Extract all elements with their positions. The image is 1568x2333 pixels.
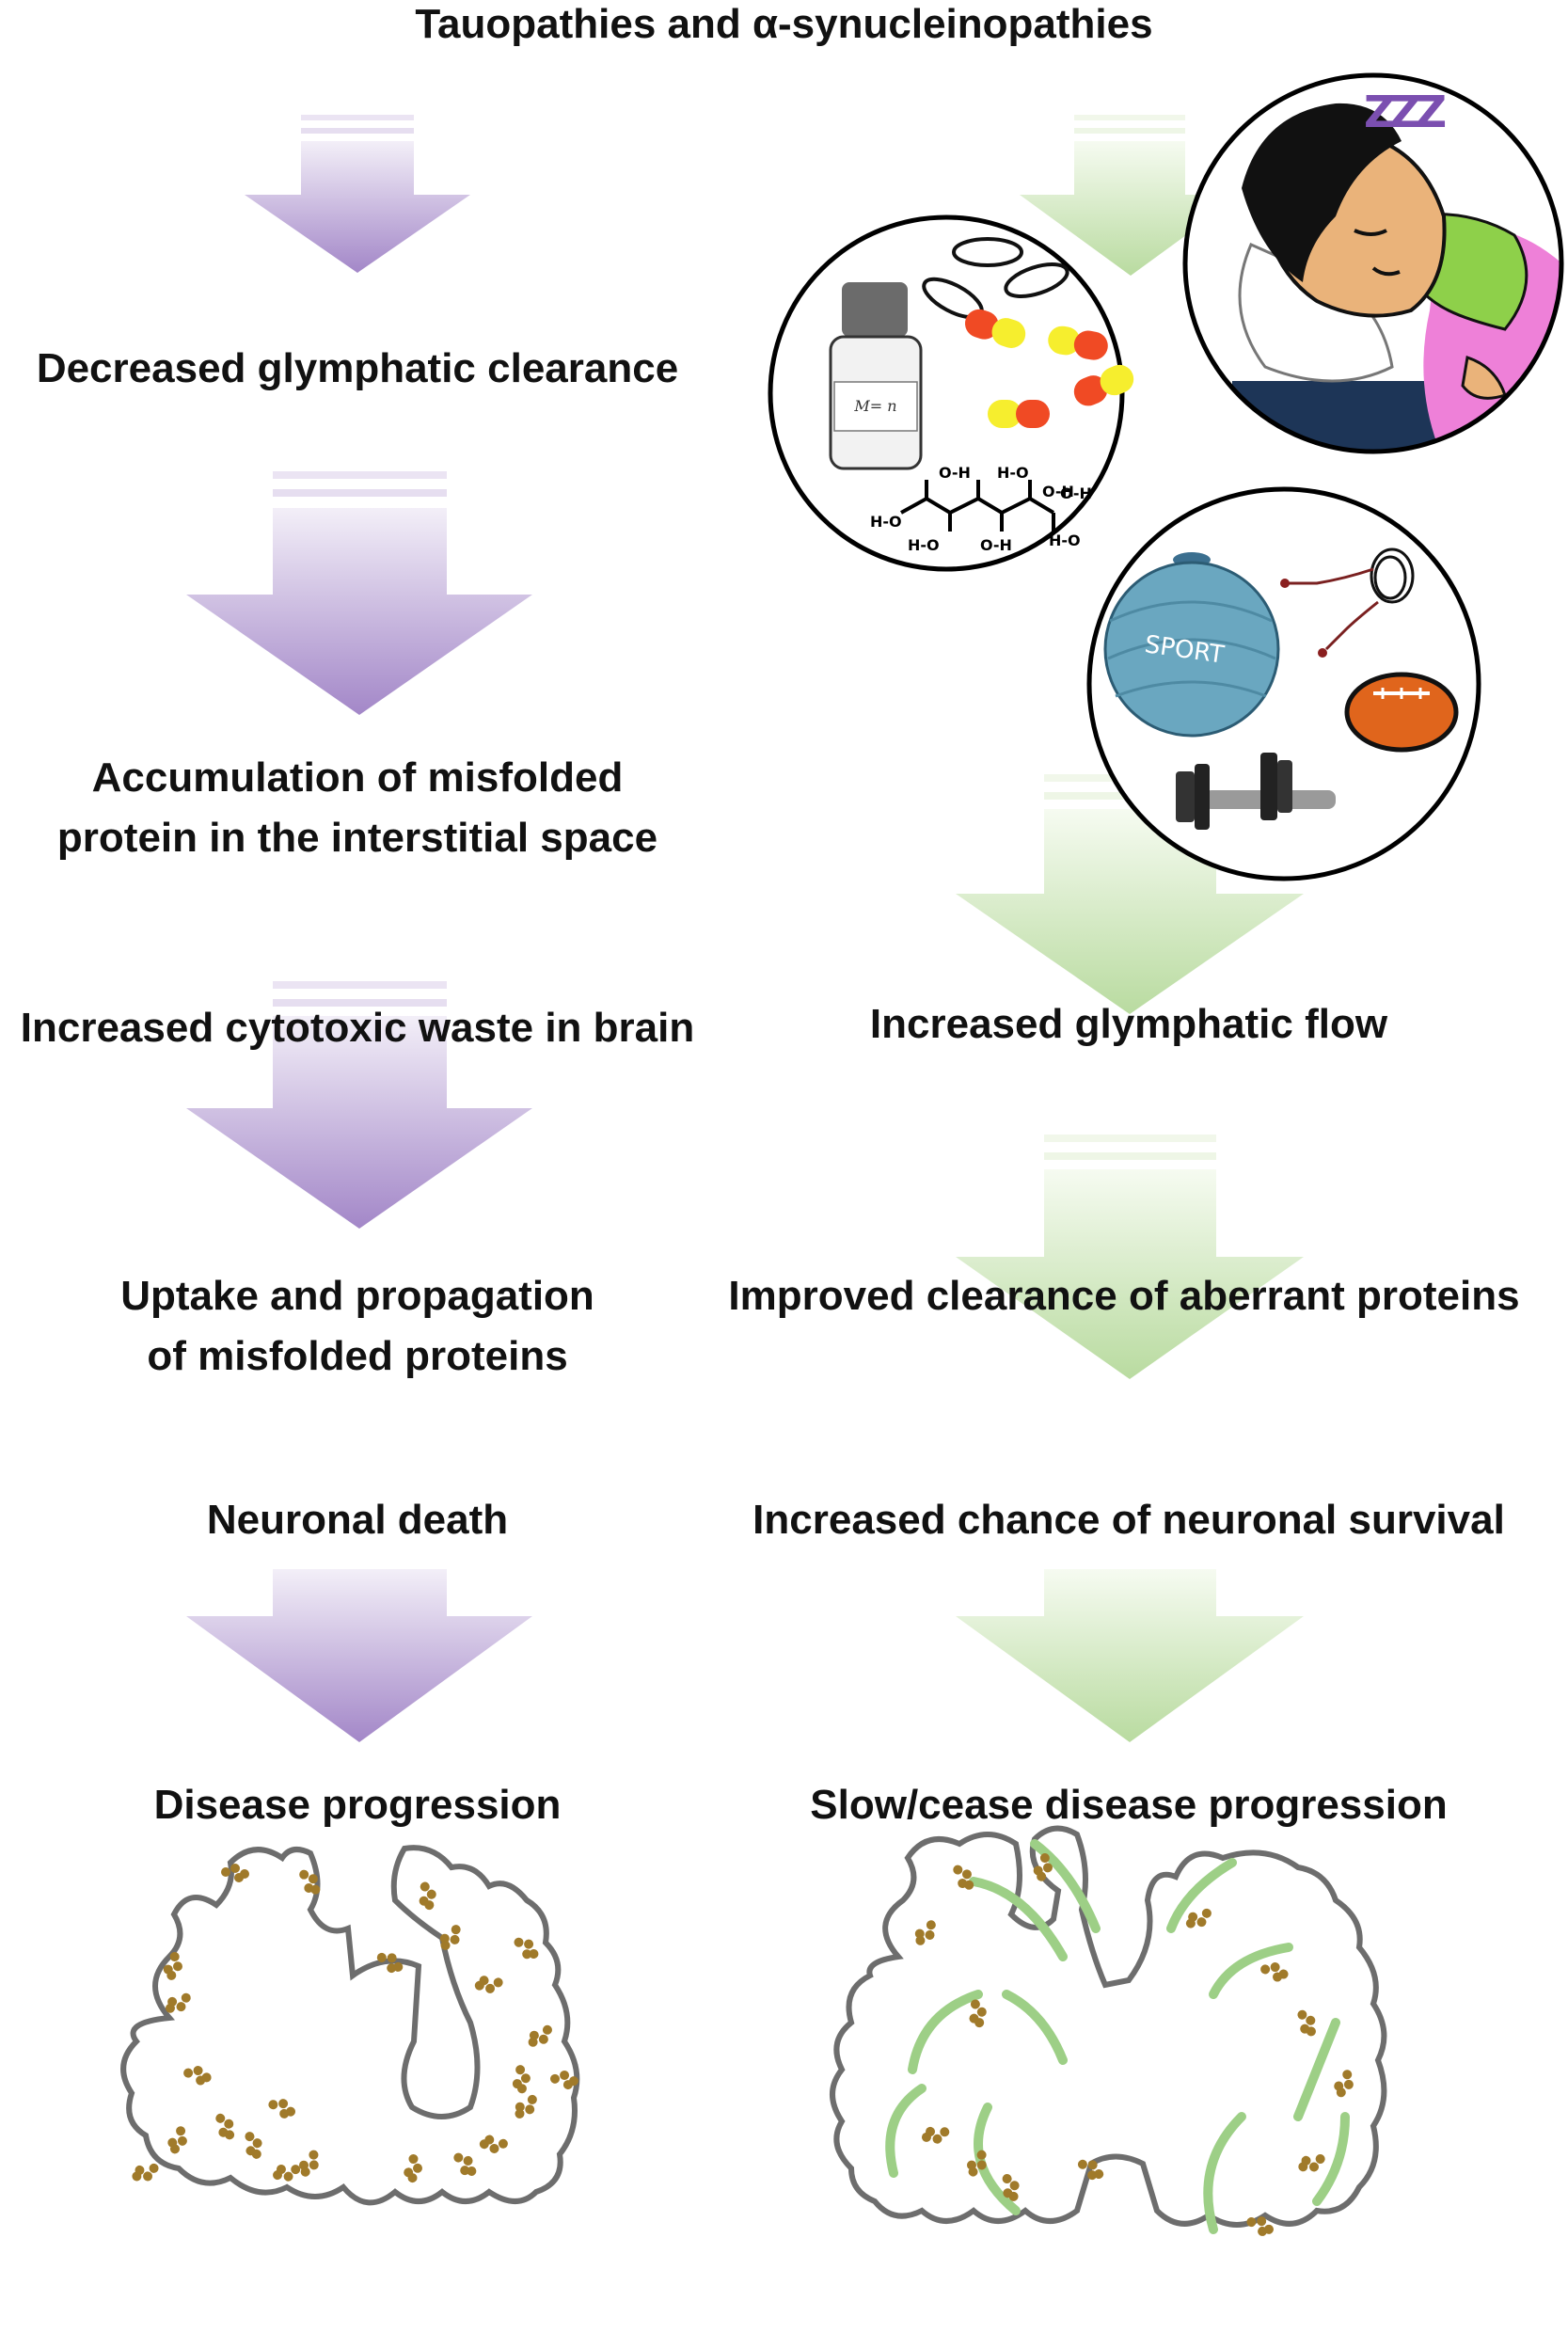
step-accumulation-line-1: Accumulation of misfolded	[91, 754, 624, 801]
tablet-icon	[922, 237, 1069, 320]
protein-aggregate	[914, 1920, 936, 1945]
arrow-green-3	[956, 1135, 1304, 1379]
chem-label-5: H-O	[997, 464, 1029, 482]
sleep-illustration: ZZZ	[1182, 72, 1564, 454]
protein-aggregate	[921, 2126, 950, 2144]
step-accumulation-misfolded-protein: Accumulation of misfolded protein in the…	[0, 748, 715, 868]
protein-aggregate	[268, 2099, 296, 2119]
flow-arrow	[908, 1990, 983, 2074]
brain-diseased	[120, 1845, 580, 2206]
protein-aggregate	[966, 2150, 987, 2177]
arrow-purple-4	[186, 1569, 532, 1742]
chem-label-3: H-O	[908, 536, 940, 554]
protein-aggregate	[512, 2065, 531, 2094]
flow-arrow	[885, 2084, 927, 2178]
medicine-bottle-icon: M= n	[829, 282, 923, 470]
step-slow-cease-progression: Slow/cease disease progression	[810, 1782, 1448, 1828]
protein-aggregate	[245, 2132, 262, 2159]
jump-rope-icon	[1280, 548, 1415, 658]
protein-aggregate	[183, 2066, 212, 2086]
protein-aggregate	[453, 2152, 477, 2176]
protein-aggregate	[419, 1881, 436, 1911]
figure-title: Tauopathies and α-synucleinopathies	[415, 1, 1153, 47]
arrow-purple-2	[186, 471, 532, 715]
protein-aggregate	[1334, 2070, 1354, 2098]
exercise-ball-icon: SPORT	[1103, 552, 1280, 738]
chem-label-6: O-H	[1042, 483, 1074, 500]
protein-aggregate	[439, 1925, 461, 1950]
brain-outline-left	[120, 1845, 580, 2206]
protein-aggregate	[479, 2135, 508, 2153]
step-increased-cytotoxic-waste: Increased cytotoxic waste in brain	[20, 1005, 695, 1051]
protein-aggregate	[167, 2126, 187, 2154]
arrow-green-4	[956, 1569, 1304, 1742]
flow-arrow	[969, 1877, 1068, 1961]
protein-aggregate	[163, 1952, 182, 1980]
protein-aggregate	[1297, 2009, 1316, 2037]
step-neuronal-death: Neuronal death	[206, 1497, 509, 1543]
brain-outline-right	[830, 1825, 1387, 2228]
protein-aggregate	[550, 2071, 578, 2090]
step-decreased-glymphatic-clearance: Decreased glymphatic clearance	[36, 345, 679, 391]
arrow-green-1	[1020, 115, 1242, 276]
left-arrows	[186, 115, 532, 1742]
football-icon	[1344, 672, 1459, 753]
chem-label-4: O-H	[980, 536, 1012, 554]
protein-aggregate	[215, 2113, 235, 2140]
medication-illustration: M= n H-O	[768, 214, 1134, 572]
flow-arrow	[1312, 2112, 1350, 2206]
protein-aggregate	[1246, 2216, 1274, 2236]
arrow-purple-3	[186, 981, 532, 1229]
protein-aggregate	[221, 1864, 249, 1882]
protein-aggregate	[1260, 1962, 1289, 1982]
chem-label-8: O-H	[1060, 484, 1092, 502]
protein-aggregate	[376, 1952, 404, 1974]
protein-aggregate	[1033, 1853, 1053, 1881]
protein-aggregate	[528, 2024, 552, 2047]
protein-aggregate	[299, 1869, 321, 1895]
protein-aggregate	[1002, 2174, 1020, 2201]
step-increased-glymphatic-flow: Increased glymphatic flow	[869, 1001, 1388, 1047]
capsule-icon	[964, 309, 1134, 428]
protein-aggregate	[404, 2154, 422, 2183]
flow-arrow	[1209, 1943, 1293, 1999]
protein-aggregate	[514, 1937, 539, 1960]
step-uptake-propagation: Uptake and propagation of misfolded prot…	[0, 1266, 715, 1387]
flow-arrow	[1030, 1839, 1101, 1933]
chem-label-7: H-O	[1049, 532, 1081, 549]
dumbbell-icon	[1176, 753, 1336, 830]
sleep-zzz-icon: ZZZ	[1364, 87, 1446, 137]
protein-aggregate	[1185, 1908, 1212, 1928]
protein-aggregate	[953, 1865, 974, 1890]
step-uptake-line-2: of misfolded proteins	[147, 1332, 568, 1379]
chemical-structure-icon	[900, 480, 1055, 532]
protein-aggregate	[515, 2094, 537, 2119]
step-neuronal-survival: Increased chance of neuronal survival	[752, 1497, 1505, 1543]
exercise-illustration: SPORT	[1086, 486, 1481, 881]
flow-arrow	[1002, 1990, 1068, 2065]
step-disease-progression: Disease progression	[153, 1782, 562, 1828]
protein-aggregate	[969, 1999, 987, 2028]
protein-aggregate	[474, 1976, 503, 1993]
arrow-purple-1	[245, 115, 470, 273]
flow-arrow	[1293, 2018, 1340, 2121]
flow-arrow	[1166, 1858, 1237, 1933]
protein-aggregate	[1298, 2154, 1325, 2172]
step-accumulation-line-2: protein in the interstitial space	[56, 814, 658, 861]
protein-aggregate	[298, 2150, 319, 2177]
chem-label-1: H-O	[870, 513, 902, 531]
step-improved-clearance: Improved clearance of aberrant proteins	[728, 1273, 1520, 1319]
protein-aggregate	[132, 2163, 159, 2182]
protein-aggregate	[1077, 2159, 1104, 2181]
chem-label-2: O-H	[939, 464, 971, 482]
protein-aggregate	[165, 1992, 191, 2013]
step-uptake-line-1: Uptake and propagation	[120, 1273, 594, 1319]
protein-aggregate	[273, 2165, 301, 2182]
brain-healthy	[830, 1825, 1387, 2228]
flow-arrow	[1203, 2112, 1246, 2234]
bottle-label-text: M= n	[853, 397, 896, 415]
